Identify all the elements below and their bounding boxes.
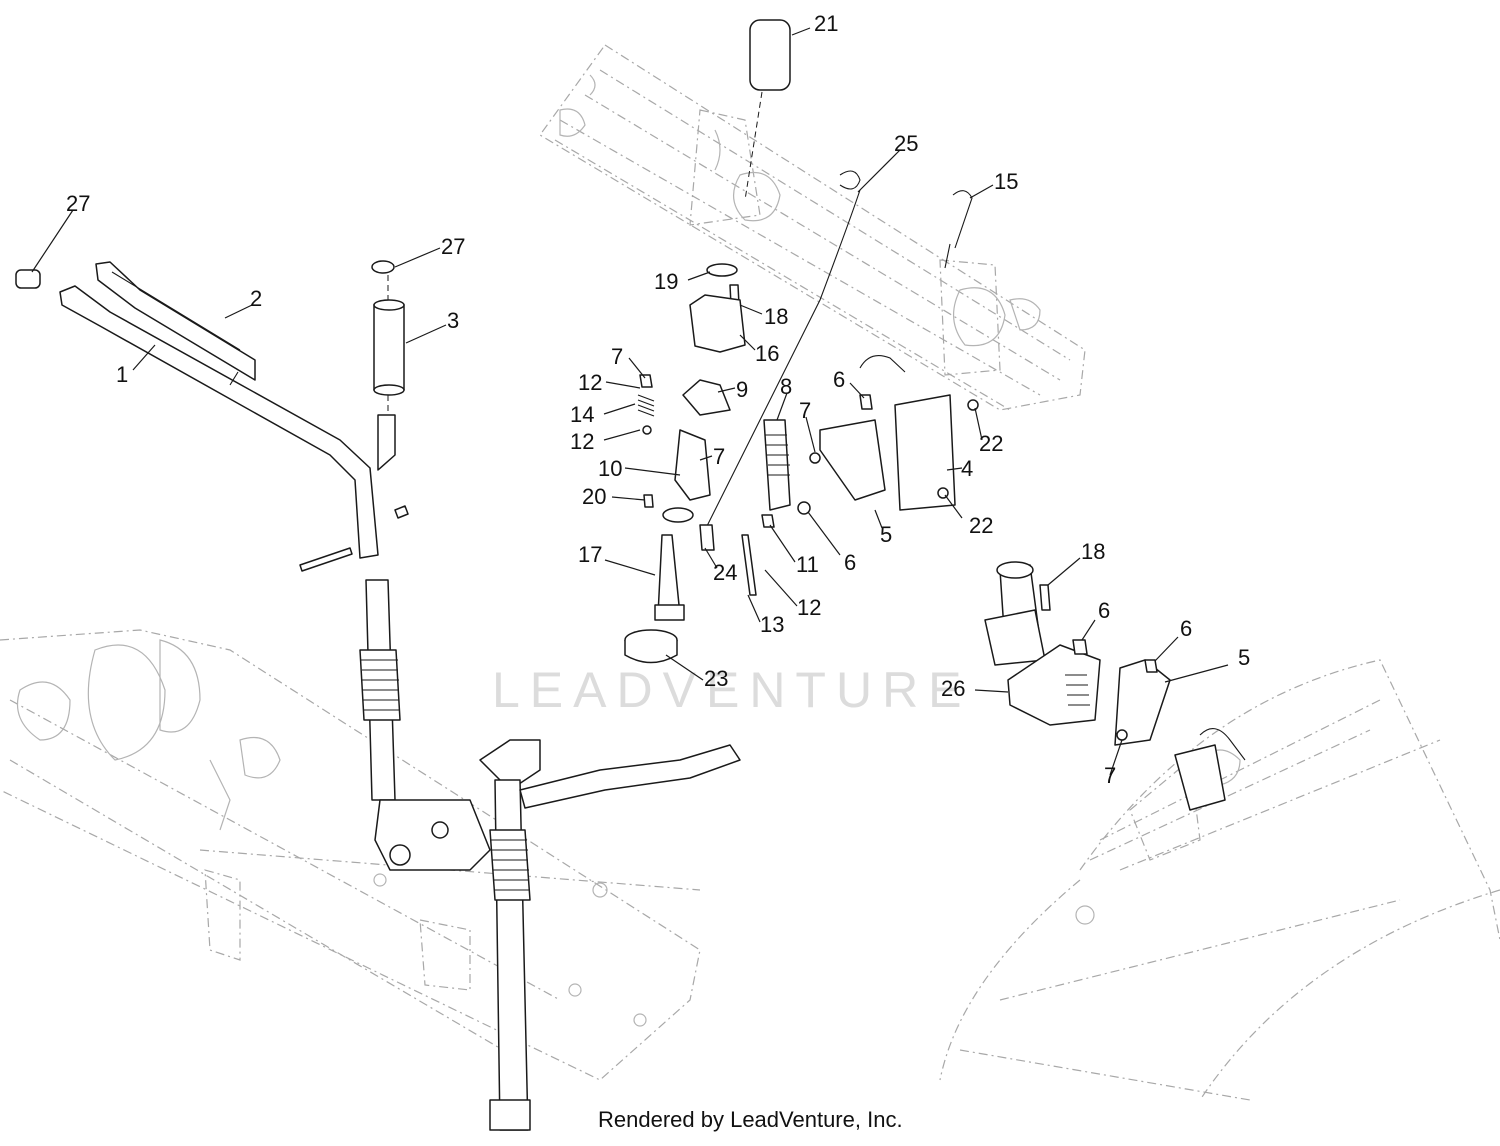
callout: 5 [1238,645,1250,670]
ghost-frame-bottom-right [939,659,1500,1101]
callout: 25 [894,131,918,156]
part-4 [894,394,956,511]
callout: 12 [797,595,821,620]
callout: 19 [654,269,678,294]
footer-credit: Rendered by LeadVenture, Inc. [598,1107,903,1132]
callout: 8 [780,374,792,399]
center-assembly [624,19,979,664]
grip-3 [373,304,405,391]
callout: 5 [880,522,892,547]
callout: 14 [570,402,594,427]
callout: 22 [979,431,1003,456]
callout: 12 [578,370,602,395]
callout: 6 [1098,598,1110,623]
callout: 18 [1081,539,1105,564]
part-21 [749,19,791,91]
callout: 12 [570,429,594,454]
leader-lines [31,27,1229,776]
callout: 2 [250,286,262,311]
callout: 20 [582,484,606,509]
watermark: LEADVENTURE [492,662,972,718]
callout: 27 [441,234,465,259]
callout: 7 [611,344,623,369]
callout: 1 [116,362,128,387]
callout: 24 [713,560,737,585]
cap-27-left [15,269,41,289]
callout: 9 [736,377,748,402]
callout: 17 [578,542,602,567]
callout: 7 [1104,763,1116,788]
callout: 15 [994,169,1018,194]
callout: 11 [796,552,819,577]
callout: 6 [1180,616,1192,641]
handle-assembly-left [15,260,409,801]
callout: 6 [833,367,845,392]
callout: 6 [844,550,856,575]
callout: 7 [713,444,725,469]
callout: 16 [755,341,779,366]
callout: 26 [941,676,965,701]
callouts: 21 25 15 27 27 2 3 1 19 18 16 7 12 14 12… [66,11,1250,788]
callout: 22 [969,513,993,538]
cap-27-right [371,260,395,274]
callout: 21 [814,11,838,36]
callout: 13 [760,612,784,637]
callout: 7 [799,398,811,423]
callout: 23 [704,666,728,691]
callout: 3 [447,308,459,333]
callout: 4 [961,456,973,481]
callout: 18 [764,304,788,329]
callout: 10 [598,456,622,481]
callout: 27 [66,191,90,216]
steering-linkage [374,739,741,1131]
part-16 [689,294,746,353]
right-assembly [984,561,1246,811]
ghost-frame-top [539,44,1086,411]
part-17 [657,534,681,616]
